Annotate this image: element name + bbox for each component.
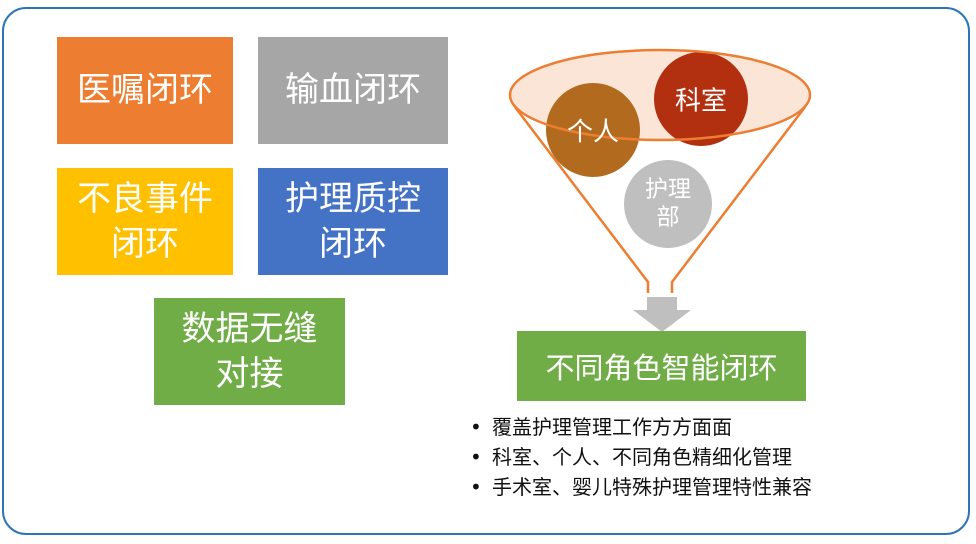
feature-box-nursing-quality-loop: 护理质控 闭环 [258,168,448,275]
funnel-rim [508,48,812,142]
bullet-list: 覆盖护理管理工作方方面面 科室、个人、不同角色精细化管理 手术室、婴儿特殊护理管… [462,412,812,502]
funnel-circle-department-label: 科室 [674,86,728,117]
funnel-sides [514,106,806,293]
bullet-item: 覆盖护理管理工作方方面面 [462,412,812,442]
feature-box-nursing-quality-loop-label: 护理质控 闭环 [285,179,421,264]
funnel-circle-nursing-dept-shape [624,160,712,248]
feature-box-adverse-event-loop: 不良事件 闭环 [57,168,233,275]
result-box-smart-role-loop: 不同角色智能闭环 [517,331,806,401]
bullet-item: 科室、个人、不同角色精细化管理 [462,442,812,472]
feature-box-seamless-data-connection-label: 数据无缝 对接 [181,309,318,394]
feature-box-transfusion-loop: 输血闭环 [258,37,448,144]
bullet-item: 手术室、婴儿特殊护理管理特性兼容 [462,472,812,502]
down-arrow-icon [633,297,691,332]
funnel-circle-personal-shape [546,83,640,177]
feature-box-adverse-event-loop-label: 不良事件 闭环 [77,179,213,264]
funnel-circle-personal-label: 个人 [566,117,620,148]
funnel-circle-nursing-dept-label: 护理 部 [645,176,691,230]
feature-box-medical-order-loop: 医嘱闭环 [57,37,233,144]
feature-box-seamless-data-connection: 数据无缝 对接 [154,298,345,405]
funnel-circle-department-shape [654,52,748,146]
feature-box-medical-order-loop-label: 医嘱闭环 [77,70,213,111]
result-box-smart-role-loop-label: 不同角色智能闭环 [545,351,778,385]
funnel-diagram [508,48,812,332]
feature-box-transfusion-loop-label: 输血闭环 [285,70,421,111]
